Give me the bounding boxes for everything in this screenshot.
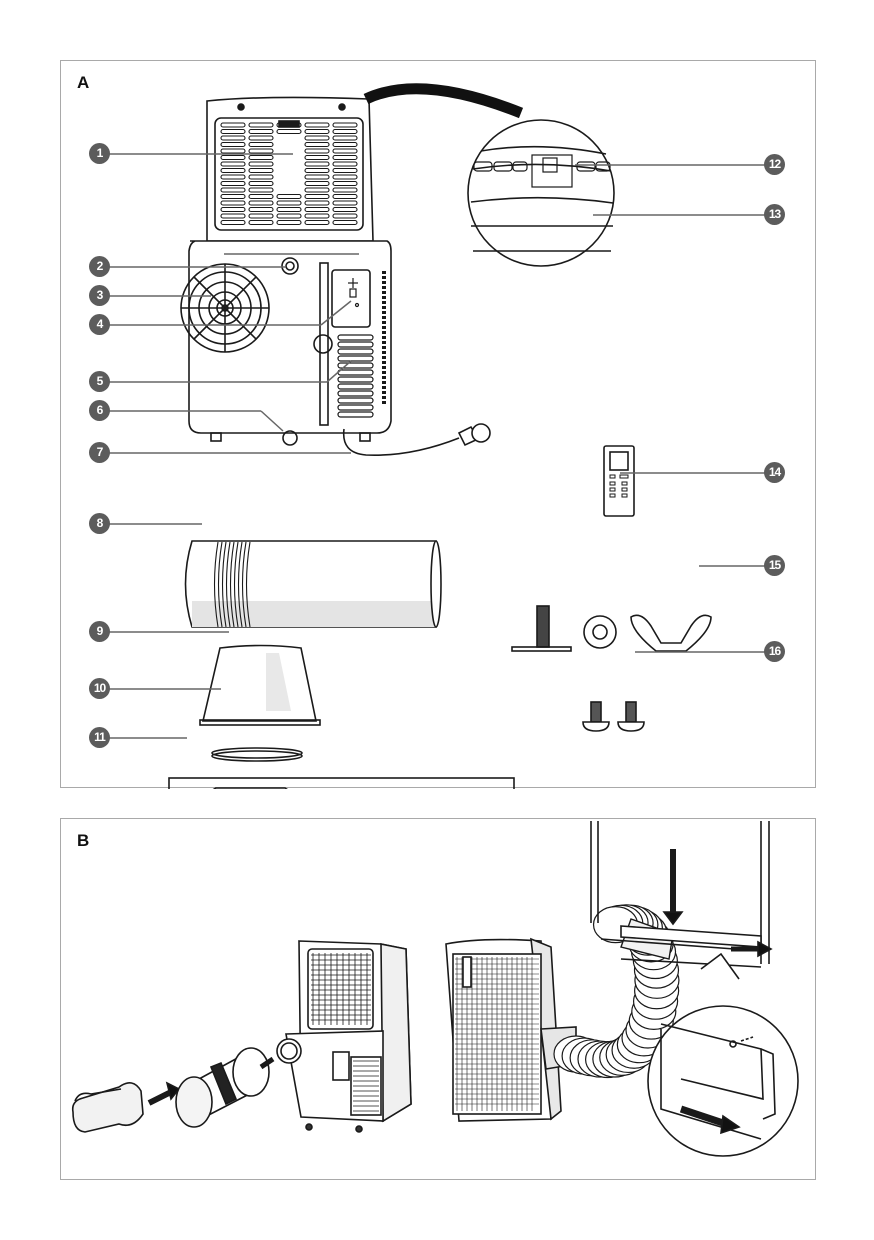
callout-badge-1: 1	[89, 143, 110, 164]
panel-b-label: B	[77, 831, 90, 850]
drain-outlet-lower	[282, 430, 298, 446]
sealing-ring	[211, 747, 303, 759]
panel-a-label: A	[77, 73, 90, 92]
nozzle-adapter	[71, 1082, 144, 1133]
callout-badge-10: 10	[89, 678, 110, 699]
callout-badge-7: 7	[89, 442, 110, 463]
screws	[582, 701, 645, 732]
power-cord	[342, 428, 460, 456]
figure-panel-b: B	[60, 818, 816, 1180]
callout-badge-9: 9	[89, 621, 110, 642]
callout-badge-14: 14	[764, 462, 785, 483]
ac-unit-rear-view	[180, 96, 491, 456]
control-panel-magnifier	[363, 83, 615, 267]
callout-badge-5: 5	[89, 371, 110, 392]
exhaust-hose	[184, 540, 442, 628]
callout-badge-11: 11	[89, 727, 110, 748]
window-frame	[590, 821, 770, 968]
callout-badge-15: 15	[764, 555, 785, 576]
callout-badge-16: 16	[764, 641, 785, 662]
ac-unit-rear-perspective	[276, 940, 412, 1133]
hose-segment	[175, 1047, 270, 1128]
fan-grille	[180, 263, 270, 353]
callout-badge-3: 3	[89, 285, 110, 306]
callout-badge-4: 4	[89, 314, 110, 335]
callout-badge-8: 8	[89, 513, 110, 534]
callout-badge-6: 6	[89, 400, 110, 421]
callout-badge-13: 13	[764, 204, 785, 225]
ac-unit-front-perspective	[445, 937, 577, 1122]
panel-a-illustration	[100, 83, 773, 789]
drain-port-upper	[281, 257, 299, 275]
window-slide-plate	[168, 777, 515, 789]
power-plug	[471, 423, 491, 443]
remote-control	[603, 445, 635, 517]
leader-lines	[100, 153, 773, 739]
upper-grille	[214, 117, 364, 231]
side-rail	[319, 262, 329, 426]
filter-cover	[331, 269, 371, 328]
figure-panel-a: A	[60, 60, 816, 789]
hose-adapter	[199, 644, 321, 726]
callout-badge-12: 12	[764, 154, 785, 175]
detail-magnifier	[647, 952, 799, 1157]
control-buttons	[473, 154, 611, 188]
callout-badge-2: 2	[89, 256, 110, 277]
mounting-hardware	[511, 605, 712, 652]
panel-b-illustration	[71, 821, 799, 1157]
